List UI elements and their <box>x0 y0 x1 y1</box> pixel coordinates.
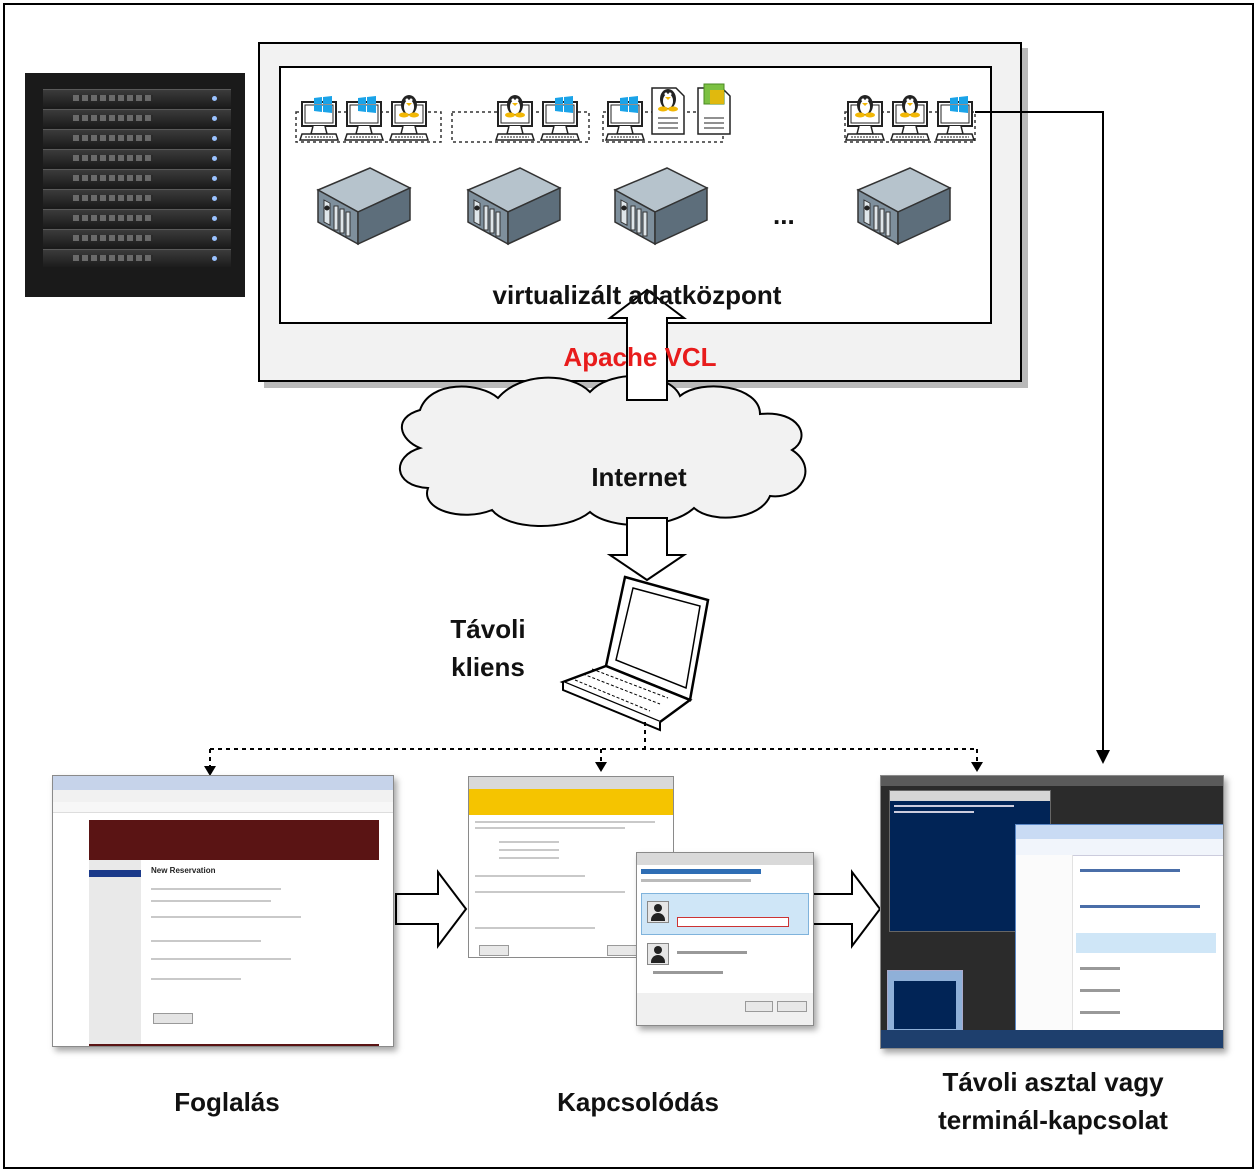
ok-button[interactable] <box>745 1001 773 1012</box>
windows-security-dialog <box>636 852 814 1026</box>
server-rack-photo <box>25 73 245 297</box>
client-label-line1: Távoli <box>450 614 526 644</box>
servers-ellipsis: ... <box>773 200 795 230</box>
linux-icon <box>399 95 419 118</box>
internet-label: Internet <box>591 462 687 492</box>
create-reservation-button[interactable] <box>153 1013 193 1024</box>
other-account-avatar-icon <box>647 943 669 965</box>
reservation-screenshot: New Reservation <box>52 775 394 1047</box>
server-icon <box>467 167 561 245</box>
connect-button[interactable] <box>607 945 637 956</box>
remote-desktop-screenshot <box>880 775 1224 1049</box>
vm-group-2 <box>451 95 590 143</box>
step-arrow-2 <box>809 869 882 949</box>
internet-cloud <box>399 374 807 528</box>
laptop-icon <box>559 575 710 732</box>
client-branch-lines <box>204 722 983 776</box>
server-icon <box>614 167 708 245</box>
client-label-line2: kliens <box>451 652 525 682</box>
step-desktop-label-line2: terminál-kapcsolat <box>938 1105 1168 1135</box>
server-icon <box>317 167 411 245</box>
vm-group-3 <box>602 83 731 143</box>
linux-icon <box>855 95 875 118</box>
cancel-button[interactable] <box>777 1001 807 1012</box>
reservation-heading: New Reservation <box>151 866 216 875</box>
bidirectional-arrow-lower <box>606 288 688 582</box>
password-field[interactable] <box>677 917 789 927</box>
step-desktop-label-line1: Távoli asztal vagy <box>942 1067 1164 1097</box>
step-arrow-1 <box>395 869 468 949</box>
datacenter-label: virtualizált adatközpont <box>492 280 782 310</box>
step-connection-label: Kapcsolódás <box>557 1087 719 1117</box>
user-avatar-icon <box>647 901 669 923</box>
direct-connection-line <box>975 111 1104 752</box>
hide-details-button[interactable] <box>479 945 509 956</box>
apache-vcl-label: Apache VCL <box>563 342 717 372</box>
taskbar <box>881 1030 1223 1048</box>
linux-icon <box>505 95 525 118</box>
vm-group-4 <box>844 95 976 143</box>
vm-group-1 <box>295 95 442 143</box>
server-icon <box>857 167 951 245</box>
vmware-icon <box>703 83 725 105</box>
arrowhead <box>1096 750 1110 764</box>
step-reservation-label: Foglalás <box>174 1087 280 1117</box>
linux-icon <box>900 95 920 118</box>
